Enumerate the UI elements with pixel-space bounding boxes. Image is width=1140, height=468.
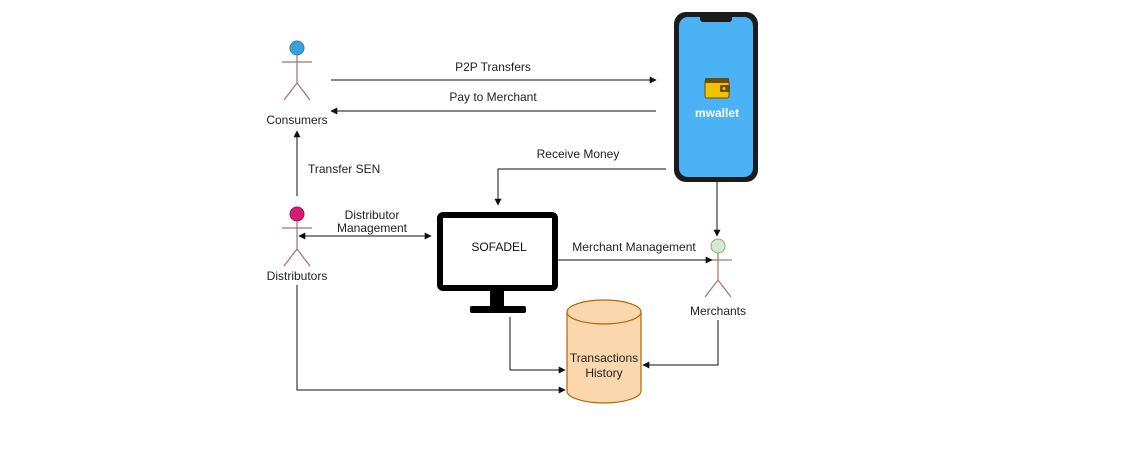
edge-merchants-to-database <box>642 320 719 369</box>
merchant-management-label: Merchant Management <box>572 240 696 254</box>
monitor-base <box>470 306 526 313</box>
database-label-line1: Transactions <box>570 351 638 365</box>
merchants-label: Merchants <box>690 304 746 318</box>
receive-money-label: Receive Money <box>537 147 620 161</box>
edge-sofadel-to-database <box>509 317 566 374</box>
wallet-icon <box>704 78 730 99</box>
distributor-management-label-line2: Management <box>337 221 408 235</box>
distributor-management-label-line1: Distributor <box>345 208 400 222</box>
monitor-stand <box>490 291 504 309</box>
database-label-line2: History <box>585 366 622 380</box>
edge-distributors-to-database <box>296 285 566 394</box>
sofadel-label: SOFADEL <box>471 240 527 254</box>
consumers-actor: Consumers <box>266 40 328 127</box>
distributor-head <box>289 206 305 222</box>
consumer-head <box>289 40 305 56</box>
distributors-label: Distributors <box>267 269 328 283</box>
sofadel-system: SOFADEL <box>437 212 558 313</box>
distributors-actor: Distributors <box>267 206 328 283</box>
merchants-actor: Merchants <box>690 238 746 318</box>
mwallet-phone: mwallet <box>674 12 758 182</box>
consumers-label: Consumers <box>266 113 327 127</box>
merchant-head <box>710 238 726 254</box>
pay-to-merchant-label: Pay to Merchant <box>449 90 537 104</box>
p2p-transfers-label: P2P Transfers <box>455 60 531 74</box>
transactions-history-database: Transactions History <box>566 299 642 404</box>
transfer-sen-label: Transfer SEN <box>308 162 380 176</box>
mwallet-label: mwallet <box>695 106 739 120</box>
phone-notch <box>700 15 732 22</box>
edge-receive-money <box>494 168 666 206</box>
